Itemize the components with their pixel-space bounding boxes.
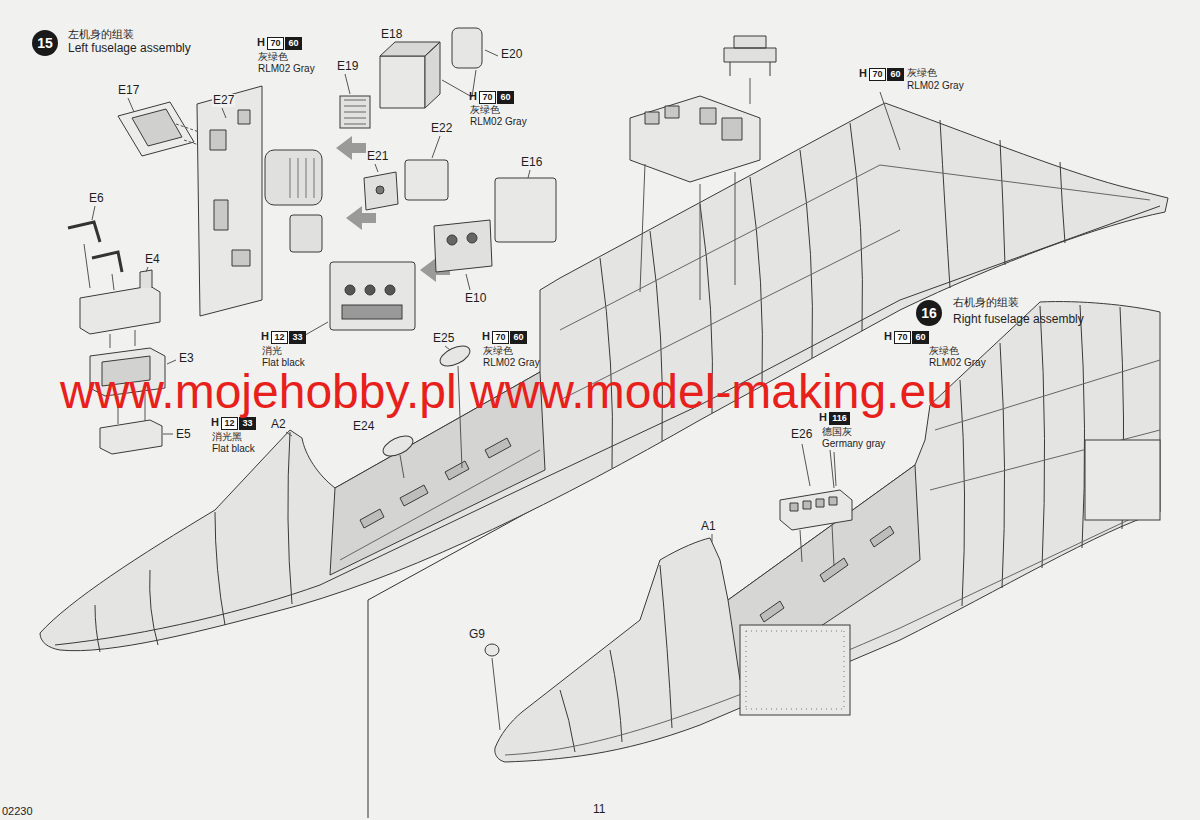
part-number: E20: [500, 48, 523, 61]
paint-brand: H: [884, 330, 892, 342]
step-number-text: 16: [921, 305, 937, 321]
paint-code-box: 70: [492, 331, 509, 344]
part-number: E24: [352, 420, 375, 433]
part-number: E25: [432, 332, 455, 345]
paint-code-box: 70: [267, 37, 284, 50]
paint-code-box: 70: [869, 68, 886, 81]
paint-code: 60: [890, 69, 900, 80]
note-text: 11: [593, 803, 605, 816]
paint-brand: H: [261, 330, 269, 342]
note-text: 02230: [2, 805, 33, 817]
part-number: A2: [270, 418, 287, 431]
note-text: Germany gray: [822, 438, 885, 449]
paint-brand: H: [257, 36, 265, 48]
part-number: E5: [175, 428, 192, 441]
paint-code: 60: [513, 332, 523, 343]
note-text: 灰绿色: [483, 345, 513, 356]
note-text: RLM02 Gray: [470, 116, 527, 127]
note-text: RLM02 Gray: [483, 357, 540, 368]
paint-code: 60: [915, 332, 925, 343]
watermark: www.mojehobby.pl www.model-making.eu: [60, 368, 953, 416]
paint-code: 70: [482, 92, 492, 103]
part-number: E26: [790, 428, 813, 441]
paint-brand: H: [469, 90, 477, 102]
paint-code: 12: [224, 418, 234, 429]
paint-code-box: 60: [497, 91, 514, 104]
paint-code-box: 12: [221, 417, 238, 430]
paint-code-box: 60: [285, 37, 302, 50]
paint-brand: H: [859, 67, 867, 79]
note-text: Right fuselage assembly: [953, 313, 1084, 326]
paint-code-box: 70: [894, 331, 911, 344]
paint-code: 70: [270, 38, 280, 49]
step-number-text: 15: [37, 35, 53, 51]
note-text: RLM02 Gray: [258, 63, 315, 74]
note-text: 德国灰: [822, 426, 852, 437]
note-text: 灰绿色: [907, 67, 937, 78]
note-text: 消光黑: [212, 431, 242, 442]
part-number: E16: [520, 156, 543, 169]
paint-code-box: 60: [912, 331, 929, 344]
part-number: E19: [336, 60, 359, 73]
paint-code-box: 33: [239, 417, 256, 430]
part-number: G9: [468, 628, 486, 641]
note-text: RLM02 Gray: [929, 357, 986, 368]
part-number: E10: [464, 292, 487, 305]
note-text: 右机身的组装: [953, 296, 1019, 308]
note-text: 左机身的组装: [68, 28, 134, 40]
paint-code: 33: [292, 332, 302, 343]
note-text: Flat black: [262, 357, 305, 368]
paint-brand: H: [482, 330, 490, 342]
paint-code: 12: [274, 332, 284, 343]
paint-code: 70: [897, 332, 907, 343]
part-number: E3: [178, 352, 195, 365]
part-number: A1: [700, 520, 717, 533]
paint-code-box: 70: [479, 91, 496, 104]
note-text: RLM02 Gray: [907, 80, 964, 91]
part-number: E22: [430, 122, 453, 135]
note-text: 消光: [262, 345, 282, 356]
part-number: E17: [117, 84, 140, 97]
part-number: E21: [366, 150, 389, 163]
part-number: E27: [212, 94, 235, 107]
paint-code: 60: [500, 92, 510, 103]
note-text: 灰绿色: [470, 104, 500, 115]
paint-code-box: 60: [887, 68, 904, 81]
paint-brand: H: [819, 411, 827, 423]
part-number: E18: [380, 28, 403, 41]
paint-code: 70: [872, 69, 882, 80]
paint-code: 60: [288, 38, 298, 49]
part-number: E6: [88, 192, 105, 205]
note-text: Flat black: [212, 443, 255, 454]
part-number: E4: [144, 253, 161, 266]
paint-code: 70: [495, 332, 505, 343]
note-text: 灰绿色: [929, 345, 959, 356]
paint-brand: H: [211, 416, 219, 428]
note-text: Left fuselage assembly: [68, 42, 191, 55]
note-text: 灰绿色: [258, 51, 288, 62]
paint-code-box: 12: [271, 331, 288, 344]
paint-code-box: 33: [289, 331, 306, 344]
step-number: 15: [32, 30, 58, 56]
paint-code: 33: [242, 418, 252, 429]
paint-code-box: 60: [510, 331, 527, 344]
step-number: 16: [916, 300, 942, 326]
